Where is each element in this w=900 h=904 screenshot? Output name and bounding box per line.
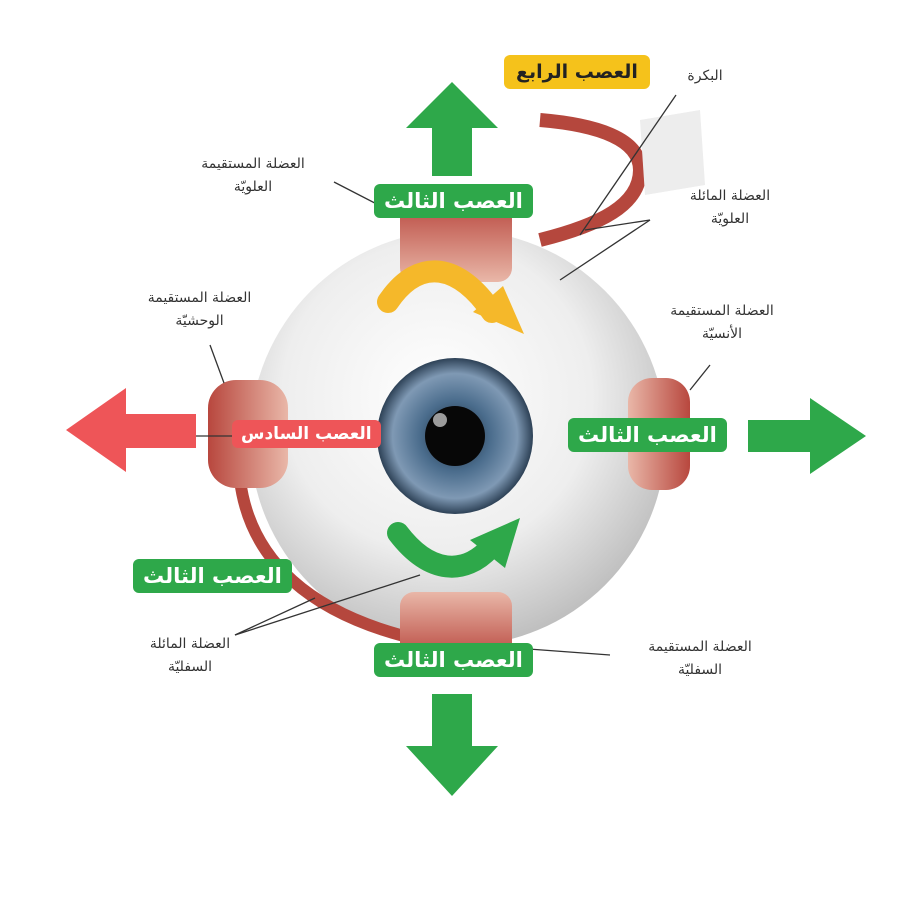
arrow-left-icon <box>66 388 196 472</box>
third-nerve-badge-left: العصب الثالث <box>133 559 292 593</box>
leader-medial-rectus <box>689 364 711 391</box>
label-superior-oblique: العضلة المائلة العلويّة <box>689 188 771 227</box>
leader-lateral-rectus <box>209 344 225 384</box>
arrow-right-icon <box>748 398 866 474</box>
arrow-up-icon <box>406 82 498 176</box>
curved-arrow-green-head <box>470 518 520 568</box>
leader-superior-oblique-2 <box>584 219 651 231</box>
pupil-highlight <box>433 413 447 427</box>
pupil <box>425 406 485 466</box>
trochlea-shape <box>640 110 705 195</box>
third-nerve-badge-bottom: العصب الثالث <box>374 643 533 677</box>
leader-trochlea <box>579 94 677 236</box>
curved-arrow-yellow-head <box>473 286 524 334</box>
arrow-down-icon <box>406 694 498 796</box>
third-nerve-badge-top: العصب الثالث <box>374 184 533 218</box>
label-lateral-rectus: العضلة المستقيمة الوحشيّة <box>147 290 252 329</box>
leader-inferior-oblique-2 <box>234 597 316 636</box>
third-nerve-badge-right: العصب الثالث <box>568 418 727 452</box>
inferior-oblique-band <box>234 479 422 646</box>
label-inferior-oblique: العضلة المائلة السفليّة <box>149 636 231 675</box>
leader-superior-oblique-1 <box>559 219 651 281</box>
sixth-nerve-badge: العصب السادس <box>232 420 381 448</box>
leader-inferior-oblique-1 <box>234 574 421 636</box>
label-trochlea: البكرة <box>687 68 723 84</box>
fourth-nerve-badge: العصب الرابع <box>504 55 650 89</box>
superior-oblique-tendon <box>538 113 648 247</box>
curved-arrow-yellow-icon <box>377 260 503 323</box>
label-inferior-rectus: العضلة المستقيمة السفليّة <box>648 639 752 678</box>
label-medial-rectus: العضلة المستقيمة الأنسيّة <box>670 303 774 342</box>
curved-arrow-green-icon <box>387 522 501 578</box>
label-superior-rectus: العضلة المستقيمة العلويّة <box>201 156 305 195</box>
